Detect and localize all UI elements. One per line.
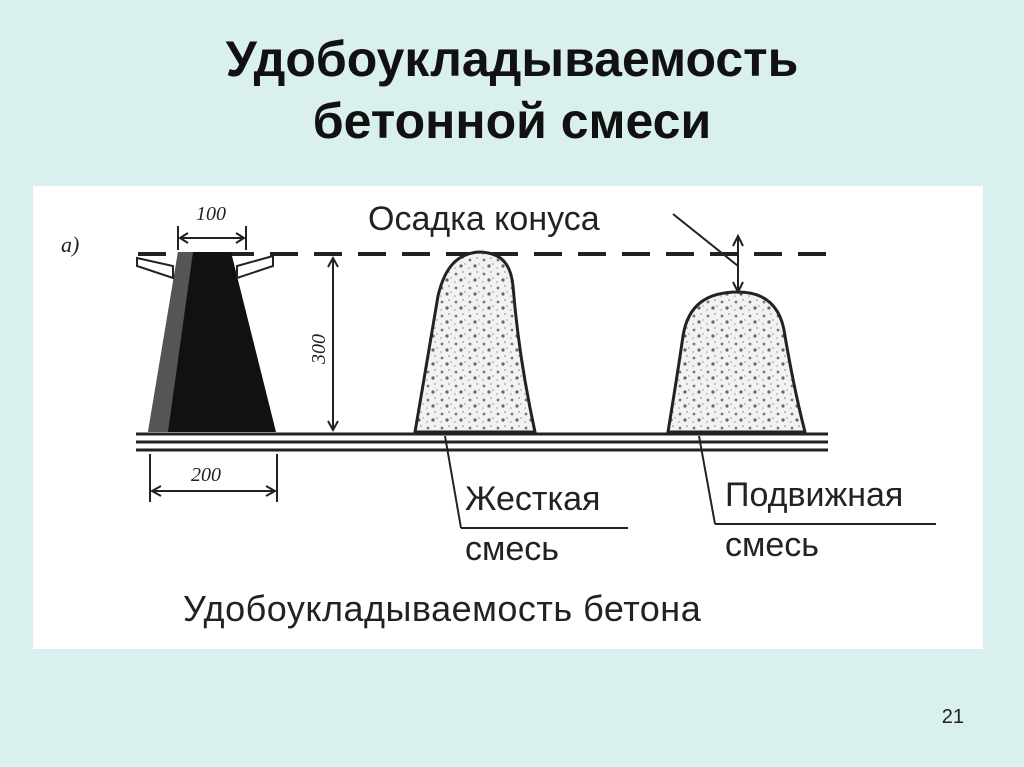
stiff-label-line2: смесь [465, 530, 559, 568]
page-number: 21 [941, 706, 964, 728]
dimension-height [327, 255, 339, 433]
slump-diagram: а) 100 [61, 200, 936, 568]
panel-label: а) [61, 232, 79, 257]
plastic-leader [698, 435, 716, 525]
dimension-top [177, 226, 247, 250]
plastic-mix-mound [666, 290, 807, 434]
figure-caption: Удобоукладываемость бетона [183, 588, 702, 629]
title-line-2: бетонной смеси [312, 93, 712, 149]
slump-cone [136, 252, 276, 432]
slump-leader [672, 213, 744, 295]
stiff-leader [444, 435, 462, 529]
dimension-bottom-label: 200 [191, 464, 221, 486]
base-plate [136, 432, 828, 452]
dimension-height-label: 300 [308, 334, 330, 365]
slump-test-figure: а) 100 [33, 186, 983, 649]
dimension-bottom [149, 454, 278, 502]
plastic-label-line1: Подвижная [725, 476, 903, 514]
stiff-mix-mound [413, 250, 537, 434]
slump-label: Осадка конуса [368, 200, 600, 238]
stiff-label-line1: Жесткая [465, 480, 600, 518]
title-line-1: Удобоукладываемость [225, 31, 799, 87]
plastic-label-line2: смесь [725, 526, 819, 564]
slide-title: Удобоукладываемость бетонной смеси [0, 28, 1024, 152]
dimension-top-label: 100 [196, 203, 226, 225]
